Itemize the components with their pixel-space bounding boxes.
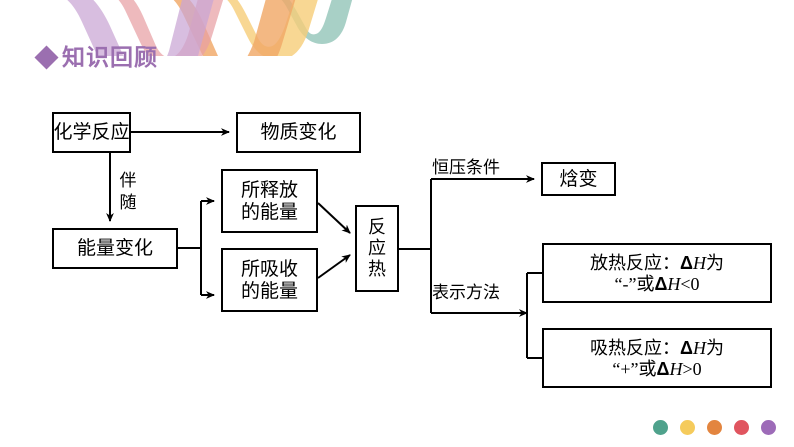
endo-quote-open: “ (612, 358, 621, 379)
node-line: 化学反应 (53, 122, 130, 143)
page-title-text: 知识回顾 (62, 44, 158, 70)
endo-h2: H (669, 358, 683, 379)
node-substance-change: 物质变化 (236, 112, 361, 153)
node-chemical-reaction: 化学反应 (52, 112, 131, 153)
edge-label-accompany: 伴 随 (118, 172, 138, 212)
endo-delta2: Δ (656, 358, 670, 379)
endo-quote-close: ” (630, 358, 639, 379)
edge-label-constant-pressure: 恒压条件 (432, 158, 500, 177)
edge-absorbed-to-heat (317, 254, 351, 279)
exo-h2: H (667, 273, 681, 294)
node-line: 的能量 (240, 201, 298, 223)
endo-sign: + (620, 358, 631, 379)
node-line: 应 (368, 238, 386, 259)
node-reaction-heat: 反 应 热 (355, 205, 399, 292)
node-line: 放热反应：ΔH为 (590, 254, 724, 272)
dot-1 (653, 420, 668, 435)
node-released-energy: 所释放 的能量 (221, 169, 318, 233)
exo-h: H (692, 252, 706, 273)
edge-label-line: 随 (119, 192, 137, 212)
node-line: 吸热反应：ΔH为 (590, 339, 724, 357)
dot-4 (734, 420, 749, 435)
page-title: 知识回顾 (34, 44, 158, 70)
endo-or: 或 (638, 358, 657, 379)
exo-quote-close: ” (628, 273, 637, 294)
node-exothermic-reaction: 放热反应：ΔH为 “-”或ΔH<0 (542, 243, 772, 303)
node-line: 所释放 (240, 179, 298, 201)
dot-3 (707, 420, 722, 435)
node-line: 焓变 (559, 168, 598, 190)
node-line: 反 (368, 217, 386, 238)
exo-quote-open: “ (614, 273, 623, 294)
node-line: 所吸收 (240, 258, 298, 280)
endo-rel: >0 (682, 358, 702, 379)
endo-prefix: 吸热反应： (590, 337, 681, 358)
node-line: 能量变化 (76, 238, 153, 259)
decorative-dots (653, 420, 776, 435)
node-absorbed-energy: 所吸收 的能量 (221, 248, 318, 312)
node-line: “+”或ΔH>0 (612, 360, 701, 378)
exo-suffix: 为 (705, 252, 724, 273)
exo-prefix: 放热反应： (590, 252, 681, 273)
node-line: 的能量 (240, 280, 298, 302)
dot-2 (680, 420, 695, 435)
node-endothermic-reaction: 吸热反应：ΔH为 “+”或ΔH>0 (542, 328, 772, 388)
endo-h: H (692, 337, 706, 358)
node-line: “-”或ΔH<0 (614, 275, 699, 293)
node-energy-change: 能量变化 (52, 228, 178, 269)
dot-5 (761, 420, 776, 435)
edge-label-expression-method: 表示方法 (432, 283, 500, 302)
exo-delta: Δ (680, 252, 693, 273)
endo-suffix: 为 (705, 337, 724, 358)
edge-released-to-heat (317, 202, 351, 234)
exo-rel: <0 (680, 273, 700, 294)
edge-label-line: 伴 (119, 171, 137, 190)
node-line: 物质变化 (260, 122, 337, 143)
exo-sign: - (622, 273, 629, 294)
node-line: 热 (368, 258, 386, 279)
exo-or: 或 (636, 273, 655, 294)
exo-delta2: Δ (654, 273, 668, 294)
endo-delta: Δ (680, 337, 693, 358)
node-enthalpy-change: 焓变 (541, 162, 616, 196)
